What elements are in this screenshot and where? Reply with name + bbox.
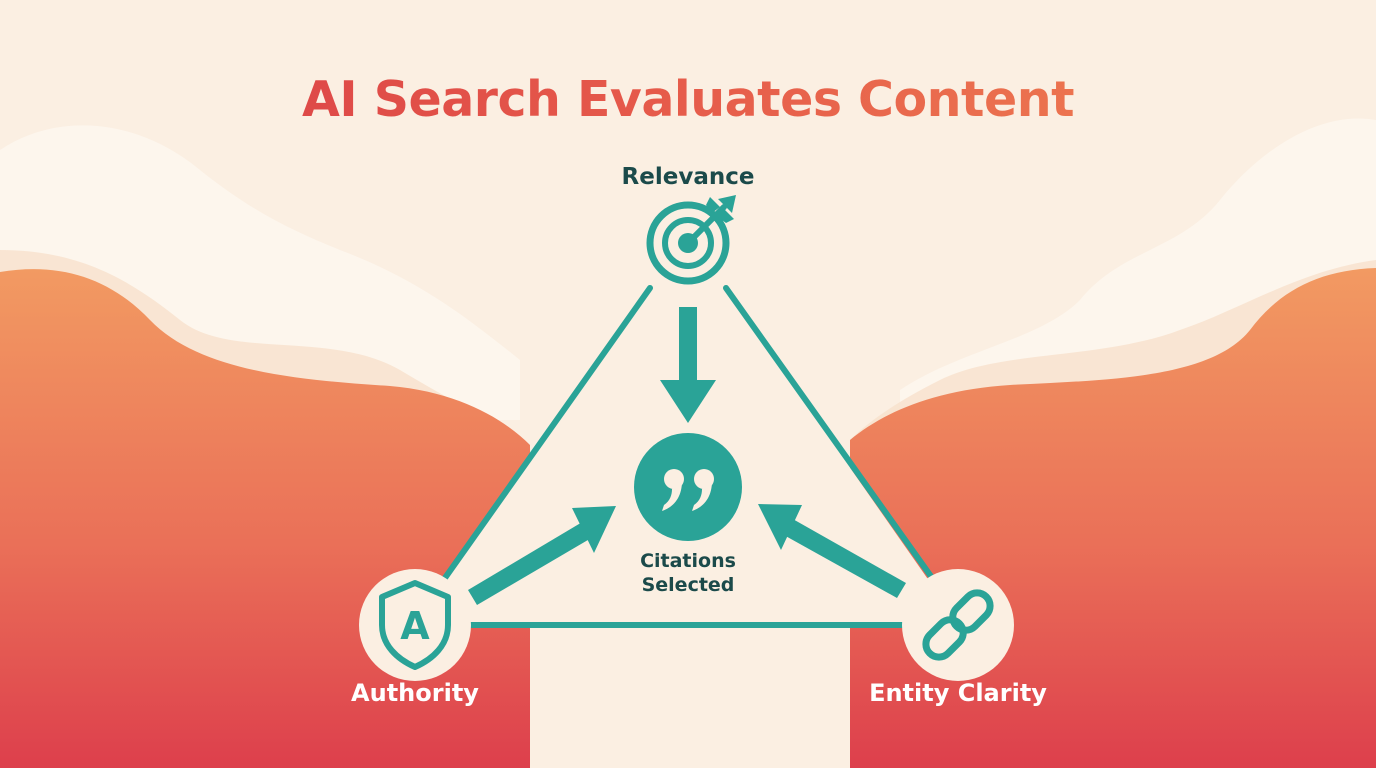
selected-line: Selected — [641, 574, 735, 596]
edge-left — [437, 285, 653, 588]
arrows — [468, 307, 906, 605]
triangle-edges — [437, 285, 938, 628]
quote-icon — [634, 433, 742, 541]
shield-letter: A — [400, 604, 430, 648]
relevance-label: Relevance — [621, 164, 755, 190]
shield-icon: A — [359, 569, 471, 681]
edge-right — [723, 285, 938, 585]
entity-clarity-label: Entity Clarity — [869, 679, 1047, 707]
arrow-from-authority — [468, 506, 616, 605]
arrow-from-entity — [758, 504, 906, 598]
arrow-from-relevance — [660, 307, 716, 423]
triangle-fill — [415, 236, 960, 625]
authority-label: Authority — [351, 679, 479, 707]
link-icon — [902, 569, 1014, 681]
page-title: AI Search Evaluates Content — [0, 68, 1376, 132]
citations-line: Citations — [640, 550, 736, 572]
citations-selected-label: Citations Selected — [588, 549, 788, 597]
target-icon — [643, 195, 736, 288]
